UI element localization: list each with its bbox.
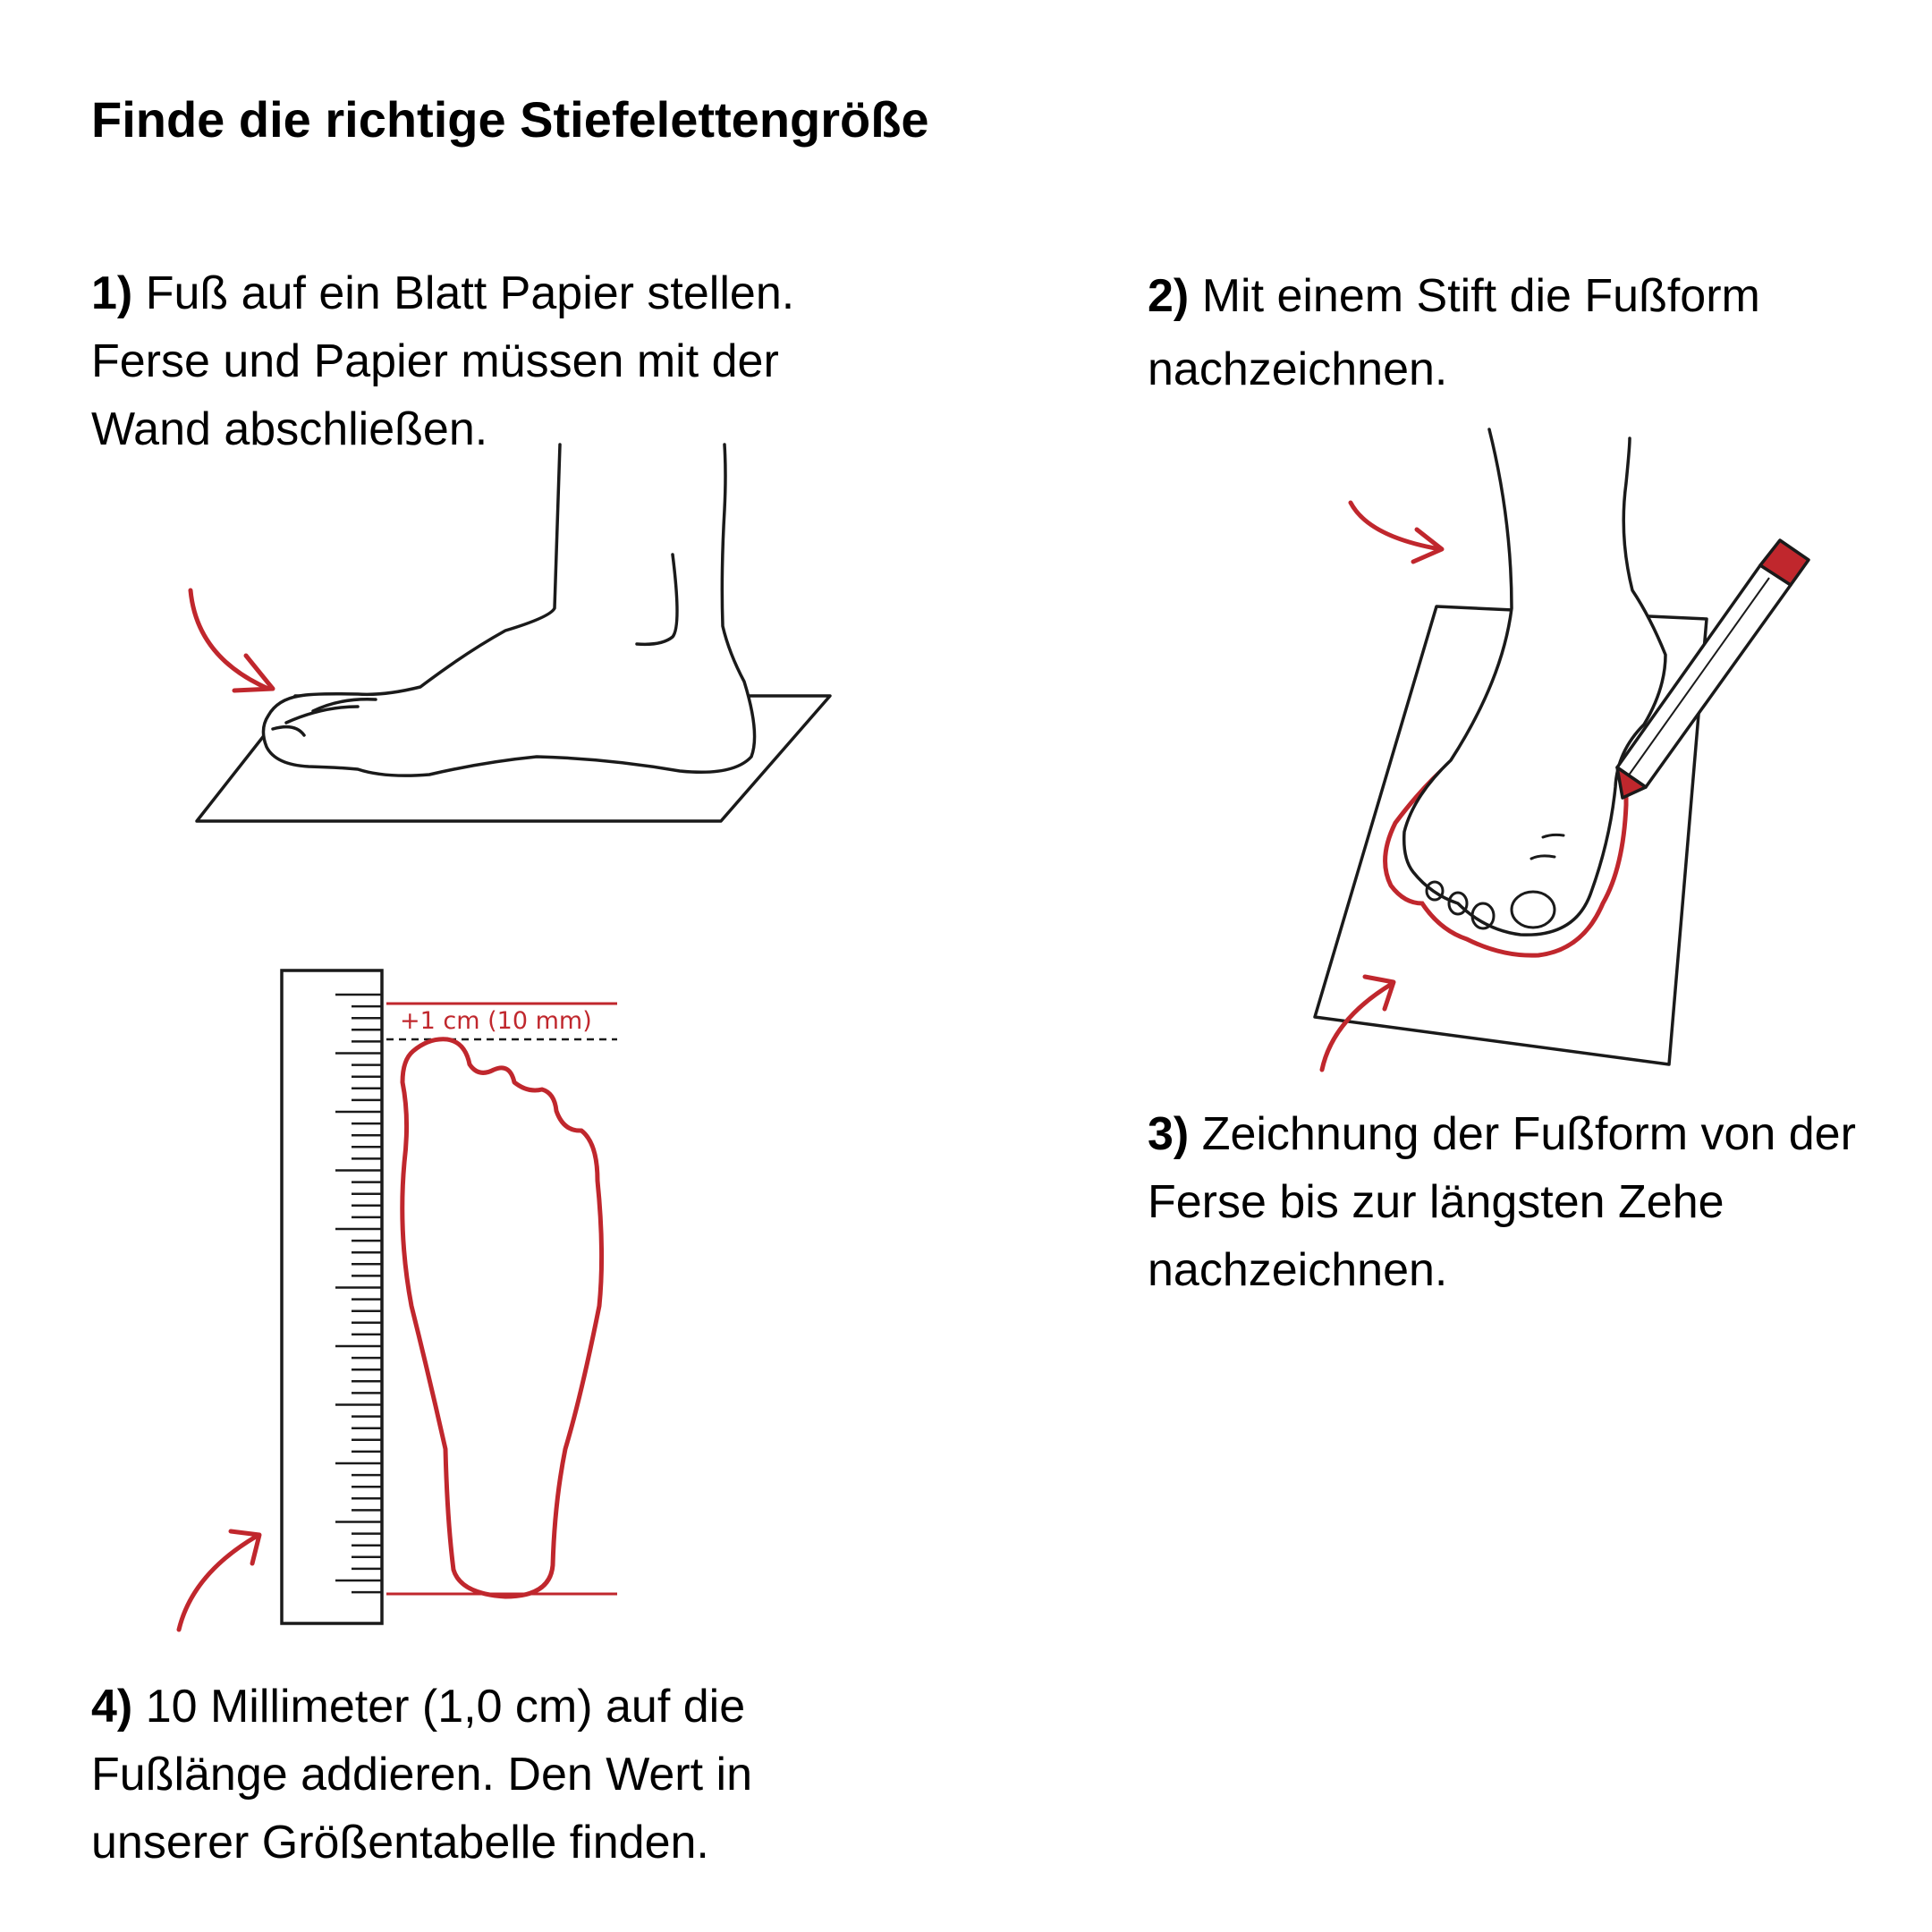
step-2-description: Mit einem Stift die Fußform nachzeichnen…	[1148, 270, 1760, 395]
ruler-label: +1 cm (10 mm)	[400, 1007, 592, 1035]
step-3-text: 3) Zeichnung der Fußform von der Ferse b…	[1148, 1100, 1881, 1304]
step-1-text: 1) Fuß auf ein Blatt Papier stellen. Fer…	[91, 259, 896, 463]
pencil-icon	[1615, 538, 1810, 800]
foot-on-paper-illustration	[195, 443, 832, 823]
arrow-head-icon	[1411, 527, 1445, 564]
big-toe-nail	[271, 724, 306, 737]
step-1-number: 1)	[91, 267, 133, 319]
arrow-icon	[1348, 500, 1443, 552]
tracing-illustration	[1313, 428, 1810, 1072]
arrow-icon	[188, 588, 271, 691]
ruler-ticks	[335, 993, 382, 1594]
step-4-description: 10 Millimeter (1,0 cm) auf die Fußlänge …	[91, 1681, 752, 1868]
step-4-text: 4) 10 Millimeter (1,0 cm) auf die Fußlän…	[91, 1673, 896, 1877]
arrow-icon	[176, 1534, 258, 1632]
arrow-icon	[1319, 981, 1394, 1072]
step-1-description: Fuß auf ein Blatt Papier stellen. Ferse …	[91, 267, 795, 455]
ankle-bone	[635, 553, 679, 647]
step-2-number: 2)	[1148, 270, 1190, 322]
arrow-head-icon	[228, 1529, 262, 1566]
step-4-number: 4)	[91, 1681, 133, 1733]
arrow-head-icon	[232, 653, 275, 693]
foot-side-outline	[261, 443, 757, 777]
foot-outline-red	[400, 1037, 605, 1599]
toe-line-1	[284, 705, 360, 724]
toe-nails	[1425, 833, 1565, 930]
step-3-description: Zeichnung der Fußform von der Ferse bis …	[1148, 1108, 1856, 1296]
step-3-number: 3)	[1148, 1108, 1190, 1160]
toe-line-2	[311, 698, 377, 713]
ruler	[280, 969, 384, 1625]
red-trace-outline	[1383, 759, 1629, 958]
step-2-text: 2) Mit einem Stift die Fußform nachzeich…	[1148, 259, 1881, 406]
page-title: Finde die richtige Stiefelettengröße	[91, 91, 929, 148]
arrow-head-icon	[1362, 974, 1396, 1012]
foot-top-outline	[1402, 428, 1667, 936]
ruler-illustration: +1 cm (10 mm)	[176, 969, 617, 1632]
